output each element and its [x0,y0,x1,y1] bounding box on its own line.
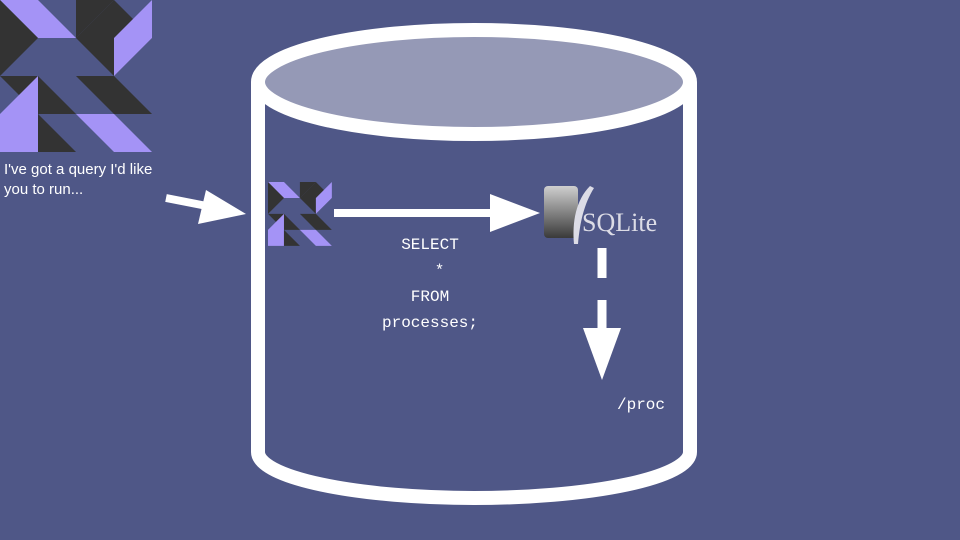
arrow-to-sqlite [334,194,540,232]
arrow-into-database [165,190,246,224]
osquery-logo-large [0,0,152,152]
osquery-logo-small [268,182,332,246]
sqlite-label: SQLite [582,208,658,237]
proc-label: /proc [617,396,666,414]
sqlite-feather-icon [544,186,594,244]
database-cylinder [251,23,697,505]
sql-query: SELECT * FROM processes; [381,236,478,332]
requester-caption: I've got a query I'd like you to run... [4,161,153,198]
dashed-arrow-to-proc [583,248,621,380]
